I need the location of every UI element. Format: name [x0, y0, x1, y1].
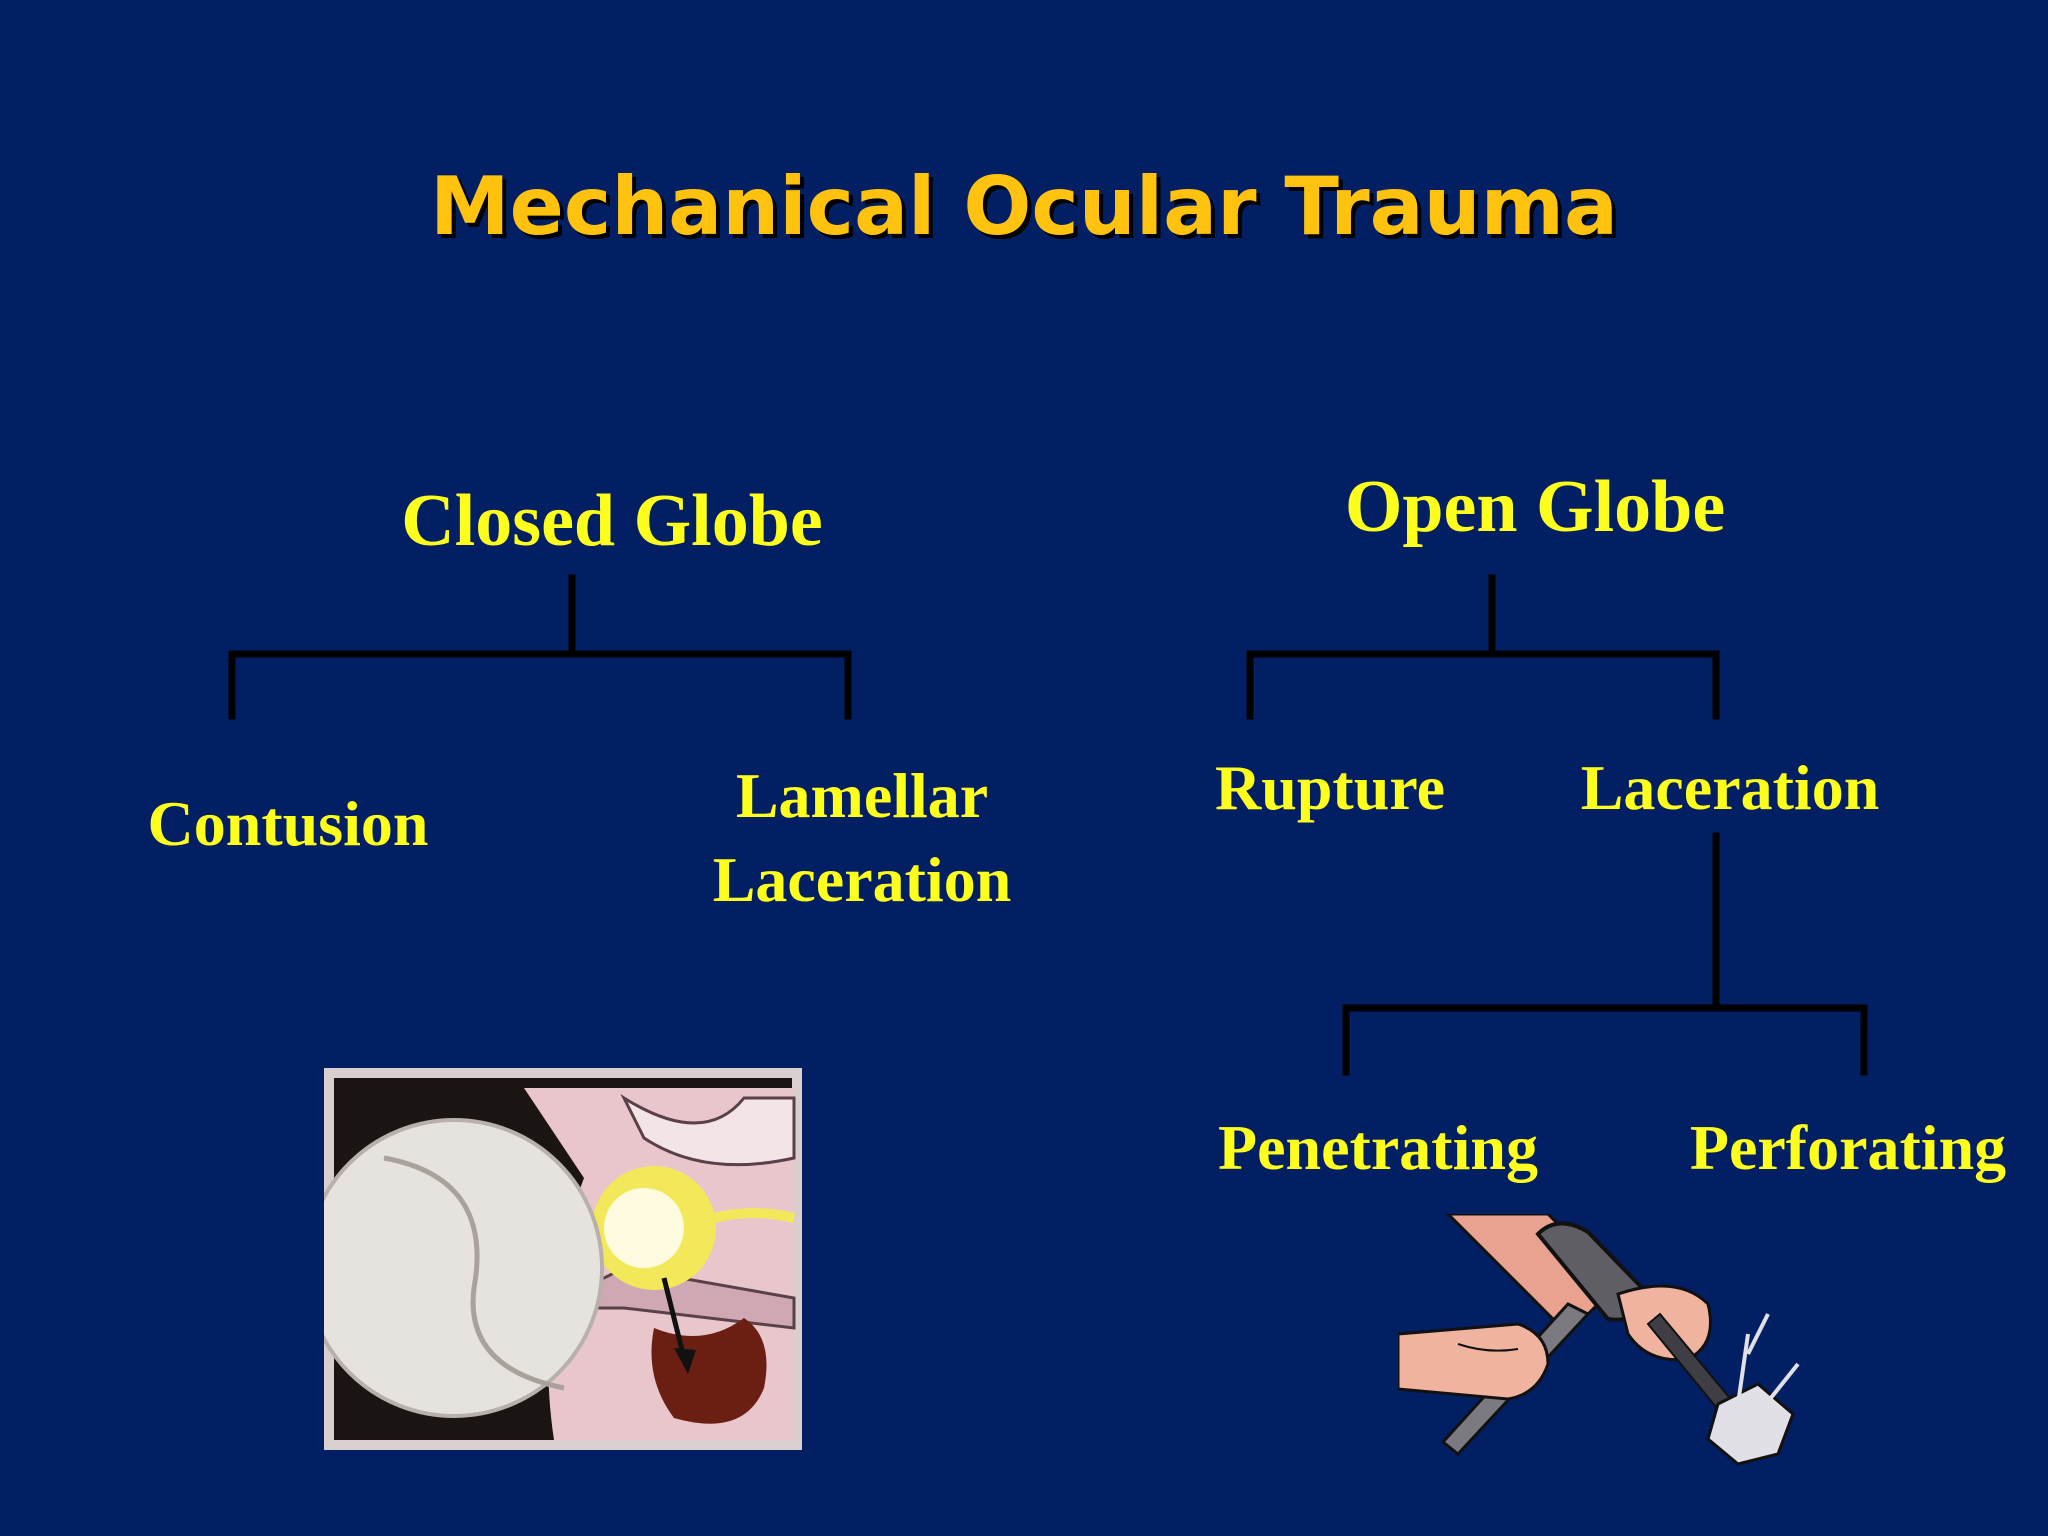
- closed-globe-label: Closed Globe: [401, 480, 823, 562]
- laceration-label: Laceration: [1580, 752, 1880, 823]
- slide-title: Mechanical Ocular Trauma: [430, 160, 1618, 253]
- penetrating-label: Penetrating: [1218, 1112, 1538, 1183]
- contusion-label: Contusion: [147, 788, 429, 859]
- contusion-illustration: [324, 1068, 802, 1450]
- lamellar-laceration-label: Lamellar Laceration: [682, 754, 1042, 922]
- open-globe-label: Open Globe: [1344, 466, 1726, 548]
- perforating-label: Perforating: [1689, 1112, 2007, 1183]
- hammer-chisel-illustration: [1398, 1214, 1800, 1466]
- rupture-label: Rupture: [1215, 752, 1445, 823]
- lamellar-laceration-text: Lamellar Laceration: [712, 760, 1012, 915]
